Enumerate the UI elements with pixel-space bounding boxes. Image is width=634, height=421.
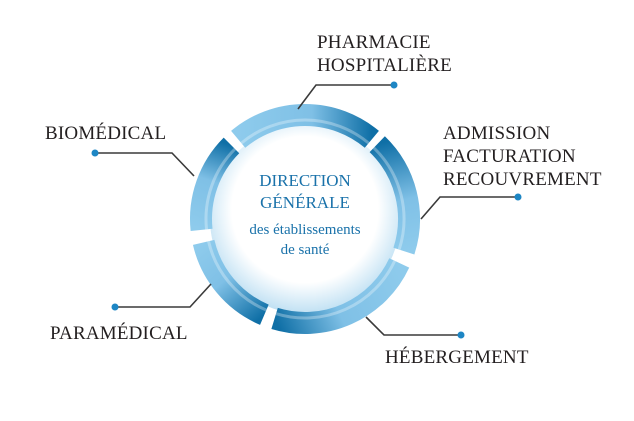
connector-hebergement <box>365 316 460 336</box>
label-line: HÉBERGEMENT <box>385 347 529 368</box>
connector-pharmacie <box>297 84 393 110</box>
center-disc <box>210 124 400 314</box>
label-line: FACTURATION <box>443 146 576 167</box>
center-title-line2: GÉNÉRALE <box>260 193 350 212</box>
segment-hebergement-highlight <box>275 260 397 320</box>
center-title-line1: DIRECTION <box>259 171 351 190</box>
center-title: DIRECTION GÉNÉRALE des établissements de… <box>215 170 395 260</box>
label-hebergement: HÉBERGEMENT <box>385 346 529 369</box>
dot-pharmacie <box>390 81 398 89</box>
segment-paramedical-highlight <box>207 240 267 312</box>
label-line: BIOMÉDICAL <box>45 123 167 144</box>
connector-admission <box>420 196 517 220</box>
segment-biomedical <box>190 137 240 232</box>
label-admission: ADMISSION FACTURATION RECOUVREMENT <box>443 122 602 191</box>
label-pharmacie: PHARMACIE HOSPITALIÈRE <box>317 31 452 77</box>
dot-paramedical <box>111 303 119 311</box>
connector-biomedical <box>96 152 195 177</box>
segment-biomedical-highlight <box>204 147 237 230</box>
segment-paramedical <box>192 239 269 325</box>
segment-admission <box>369 136 420 255</box>
segment-admission-highlight <box>372 146 406 251</box>
label-biomedical: BIOMÉDICAL <box>45 122 166 145</box>
dot-biomedical <box>91 149 99 157</box>
segment-hebergement <box>271 258 410 334</box>
label-line: RECOUVREMENT <box>443 169 602 190</box>
center-subtitle-line2: de santé <box>280 242 330 258</box>
center-subtitle-line1: des établissements <box>249 222 361 238</box>
segment-pharmacie-highlight <box>240 118 370 145</box>
dot-admission <box>514 193 522 201</box>
dot-hebergement <box>457 331 465 339</box>
segment-pharmacie <box>231 104 379 148</box>
label-line: PHARMACIE <box>317 32 431 53</box>
label-paramedical: PARAMÉDICAL <box>50 322 188 345</box>
label-line: PARAMÉDICAL <box>50 323 188 344</box>
label-line: ADMISSION <box>443 123 551 144</box>
label-line: HOSPITALIÈRE <box>317 55 452 76</box>
connector-paramedical <box>116 283 212 308</box>
